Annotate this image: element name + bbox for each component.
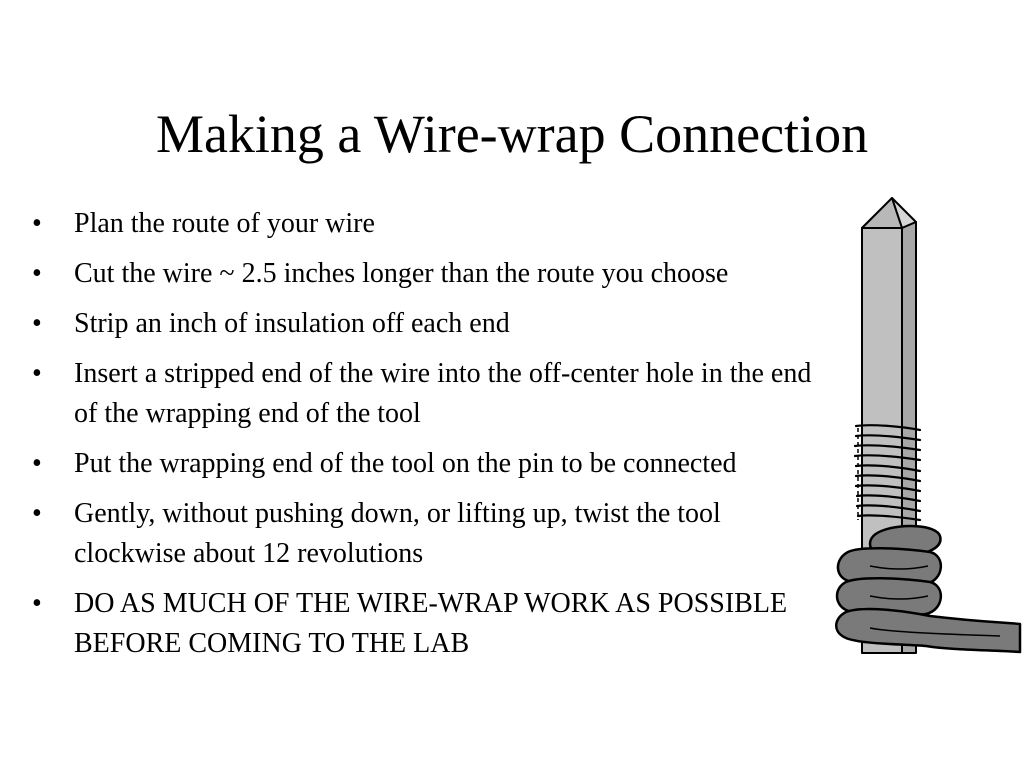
bullet-marker: •: [32, 308, 42, 339]
bullet-text: Put the wrapping end of the tool on the …: [74, 448, 737, 479]
slide-title: Making a Wire-wrap Connection: [155, 104, 869, 164]
bullet-text: Insert a stripped end of the wire into t…: [74, 358, 812, 429]
bullet-text: Gently, without pushing down, or lifting…: [74, 498, 721, 569]
bullet-marker: •: [32, 588, 42, 619]
bullet-marker: •: [32, 448, 42, 479]
bullet-marker: •: [32, 258, 42, 289]
bullet-item: • Put the wrapping end of the tool on the…: [32, 444, 812, 484]
insulated-wire-coils: [835, 524, 1022, 654]
bullet-marker: •: [32, 358, 42, 389]
bullet-item: • DO AS MUCH OF THE WIRE-WRAP WORK AS POS…: [32, 584, 812, 664]
bullet-marker: •: [32, 498, 42, 529]
bullet-item: • Gently, without pushing down, or liftin…: [32, 494, 812, 574]
bullet-list: • Plan the route of your wire • Cut the wi…: [32, 204, 812, 674]
bullet-text: Cut the wire ~ 2.5 inches longer than th…: [74, 258, 729, 289]
bullet-item: • Plan the route of your wire: [32, 204, 812, 244]
bullet-text: DO AS MUCH OF THE WIRE-WRAP WORK AS POSS…: [74, 588, 788, 659]
bullet-text: Strip an inch of insulation off each end: [74, 308, 510, 339]
bullet-item: • Strip an inch of insulation off each en…: [32, 304, 812, 344]
bullet-text: Plan the route of your wire: [74, 208, 375, 239]
wire-wrap-pin-illustration: [835, 197, 1022, 654]
bullet-item: • Insert a stripped end of the wire into …: [32, 354, 812, 434]
wire-coil-highlights: [869, 565, 1001, 637]
bullet-marker: •: [32, 208, 42, 239]
bullet-item: • Cut the wire ~ 2.5 inches longer than t…: [32, 254, 812, 294]
bare-wire-coils: [853, 424, 922, 522]
